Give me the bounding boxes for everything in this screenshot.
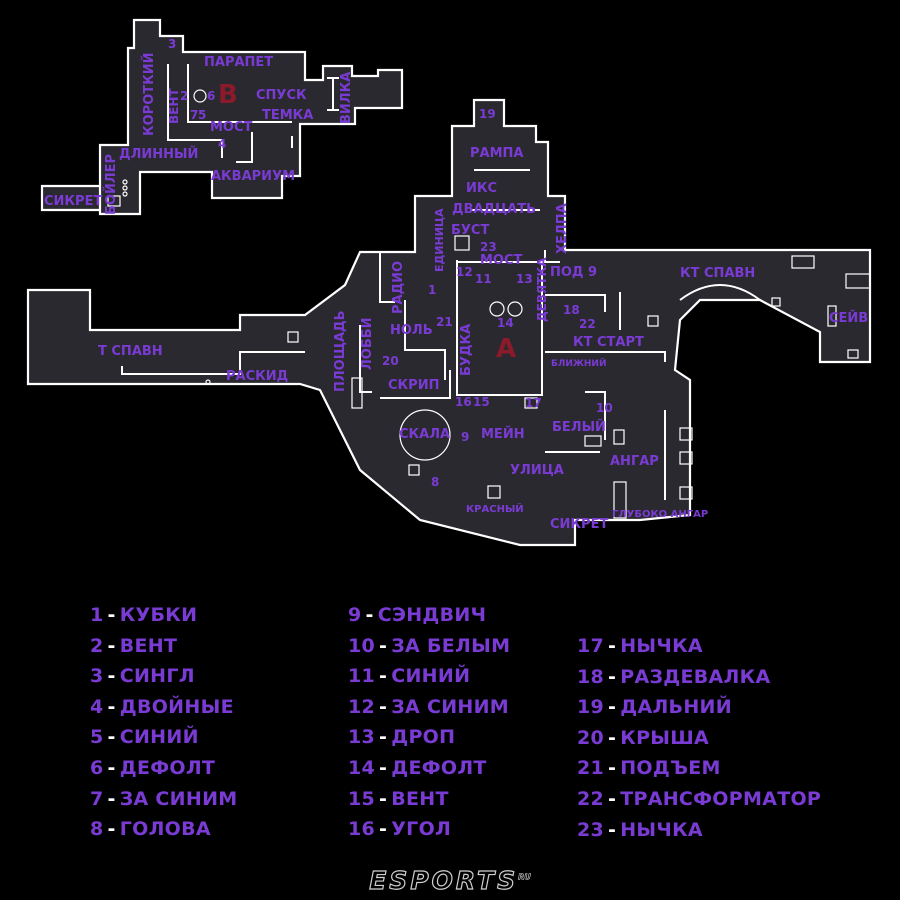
legend-column-2: 9-СЭНДВИЧ 10-ЗА БЕЛЫМ 11-СИНИЙ 12-ЗА СИН… [348,600,510,845]
label-raskid: РАСКИД [226,369,288,384]
label-ulitsa: УЛИЦА [510,463,564,478]
label-glubokiy-angar: ГЛУБОКО АНГАР [612,509,708,520]
label-iks: ИКС [466,181,497,196]
number-18: 18 [563,303,580,317]
label-kt-start: КТ СТАРТ [573,335,644,350]
legend-item: 15-ВЕНТ [348,787,449,810]
map-walls [28,64,666,500]
label-blizhniy: БЛИЖНИЙ [551,357,606,369]
label-lobbi: ЛОББИ [360,317,375,370]
label-most-a: МОСТ [480,253,523,268]
label-boyler: БОЙЛЕР [103,154,119,215]
label-spusk: СПУСК [256,88,307,103]
label-kt-spawn: КТ СПАВН [680,266,755,281]
number-23: 23 [480,240,497,254]
site-b-marker: B [218,80,238,110]
number-3: 3 [168,37,176,51]
label-most-b: МОСТ [210,120,253,135]
legend-item: 13-ДРОП [348,726,456,749]
number-9: 9 [461,430,469,444]
number-15: 15 [473,395,490,409]
legend-item: 7-ЗА СИНИМ [90,787,238,810]
legend-item: 4-ДВОЙНЫЕ [90,695,234,718]
number-6: 6 [207,89,215,103]
number-21: 21 [436,315,453,329]
legend-item: 10-ЗА БЕЛЫМ [348,634,511,657]
legend-item: 5-СИНИЙ [90,726,199,749]
legend-column-3: 17-НЫЧКА 18-РАЗДЕВАЛКА 19-ДАЛЬНИЙ 20-КРЫ… [577,631,821,845]
label-edinitsa: ЕДИНИЦА [433,208,446,272]
legend-item: 6-ДЕФОЛТ [90,756,216,779]
number-7: 7 [190,108,198,122]
label-vent: ВЕНТ [167,88,181,124]
legend-item: 22-ТРАНСФОРМАТОР [577,787,822,810]
legend-item: 23-НЫЧКА [577,818,703,841]
map-objects [107,77,871,519]
legend-item: 11-СИНИЙ [348,665,471,688]
label-korotkiy: КОРОТКИЙ [141,52,157,136]
label-seyv: СЕЙВ [829,310,868,326]
legend-item: 17-НЫЧКА [577,635,703,657]
legend-item: 16-УГОЛ [348,818,452,841]
label-krasny: КРАСНЫЙ [466,502,524,515]
legend-item: 1-КУБКИ [90,604,198,626]
number-17: 17 [525,396,542,410]
label-skrip: СКРИП [388,378,439,393]
number-22: 22 [579,317,596,331]
label-sikret-b: СИКРЕТ [44,194,102,209]
number-20: 20 [382,354,399,368]
number-4: 4 [218,137,226,151]
number-10: 10 [596,401,613,415]
label-angar: АНГАР [610,454,659,469]
label-sikret-a: СИКРЕТ [550,517,608,532]
label-helpa: ХЕЛПА [555,203,570,254]
number-13: 13 [516,272,533,286]
label-rampa: РАМПА [470,146,523,161]
legend-column-1: 1-КУБКИ 2-ВЕНТ 3-СИНГЛ 4-ДВОЙНЫЕ 5-СИНИЙ… [90,600,238,845]
legend-item: 2-ВЕНТ [90,634,178,657]
legend-item: 3-СИНГЛ [90,665,195,688]
number-19: 19 [479,107,496,121]
label-pod-9: ПОД 9 [550,265,597,280]
legend-item: 12-ЗА СИНИМ [348,695,510,718]
label-t-spawn: Т СПАВН [98,344,163,359]
legend-item: 21-ПОДЪЕМ [577,757,721,780]
number-5: 5 [198,108,206,122]
label-budka: БУДКА [459,324,474,376]
number-12: 12 [456,265,473,279]
legend-item: 14-ДЕФОЛТ [348,756,487,779]
legend-item: 18-РАЗДЕВАЛКА [577,665,771,688]
zone-ramp [26,98,872,547]
label-bust: БУСТ [451,223,489,238]
label-devyatka: ДЕВЯТКА [535,257,549,322]
number-11: 11 [475,272,492,286]
number-8: 8 [431,475,439,489]
map-labels: Т СПАВН РАСКИД ПЛОЩАДЬ ЛОББИ РАДИО НОЛЬ … [44,37,868,532]
map-floor [26,18,872,547]
number-14: 14 [497,316,514,330]
legend-item: 8-ГОЛОВА [90,818,211,841]
label-vilka: ВИЛКА [339,72,354,124]
legend-item: 19-ДАЛЬНИЙ [577,696,732,719]
esports-logo: ESPORTSRU [369,865,531,895]
label-radio: РАДИО [391,261,406,314]
label-bely: БЕЛЫЙ [552,419,606,435]
label-nol: НОЛЬ [390,323,433,338]
label-dvadtsat: ДВАДЦАТЬ [452,202,536,217]
label-mein: МЕЙН [481,426,525,442]
zone-b-site [40,18,404,216]
number-2: 2 [180,89,188,103]
label-dlinny: ДЛИННЫЙ [119,146,198,162]
legend-item: 20-КРЫША [577,726,710,749]
number-1: 1 [428,283,436,297]
label-temka: ТЕМКА [262,108,313,123]
label-skala: СКАЛА [399,427,450,442]
legend-item: 9-СЭНДВИЧ [348,604,487,626]
map-canvas: B A Т СПАВН РАСКИД ПЛОЩАДЬ ЛОББИ РАДИО Н… [26,18,872,547]
site-a-marker: A [496,334,516,364]
label-paralet: ПАРАПЕТ [204,55,273,70]
number-16: 16 [455,395,472,409]
label-akvarium: АКВАРИУМ [211,169,295,184]
label-ploshad: ПЛОЩАДЬ [333,310,348,392]
